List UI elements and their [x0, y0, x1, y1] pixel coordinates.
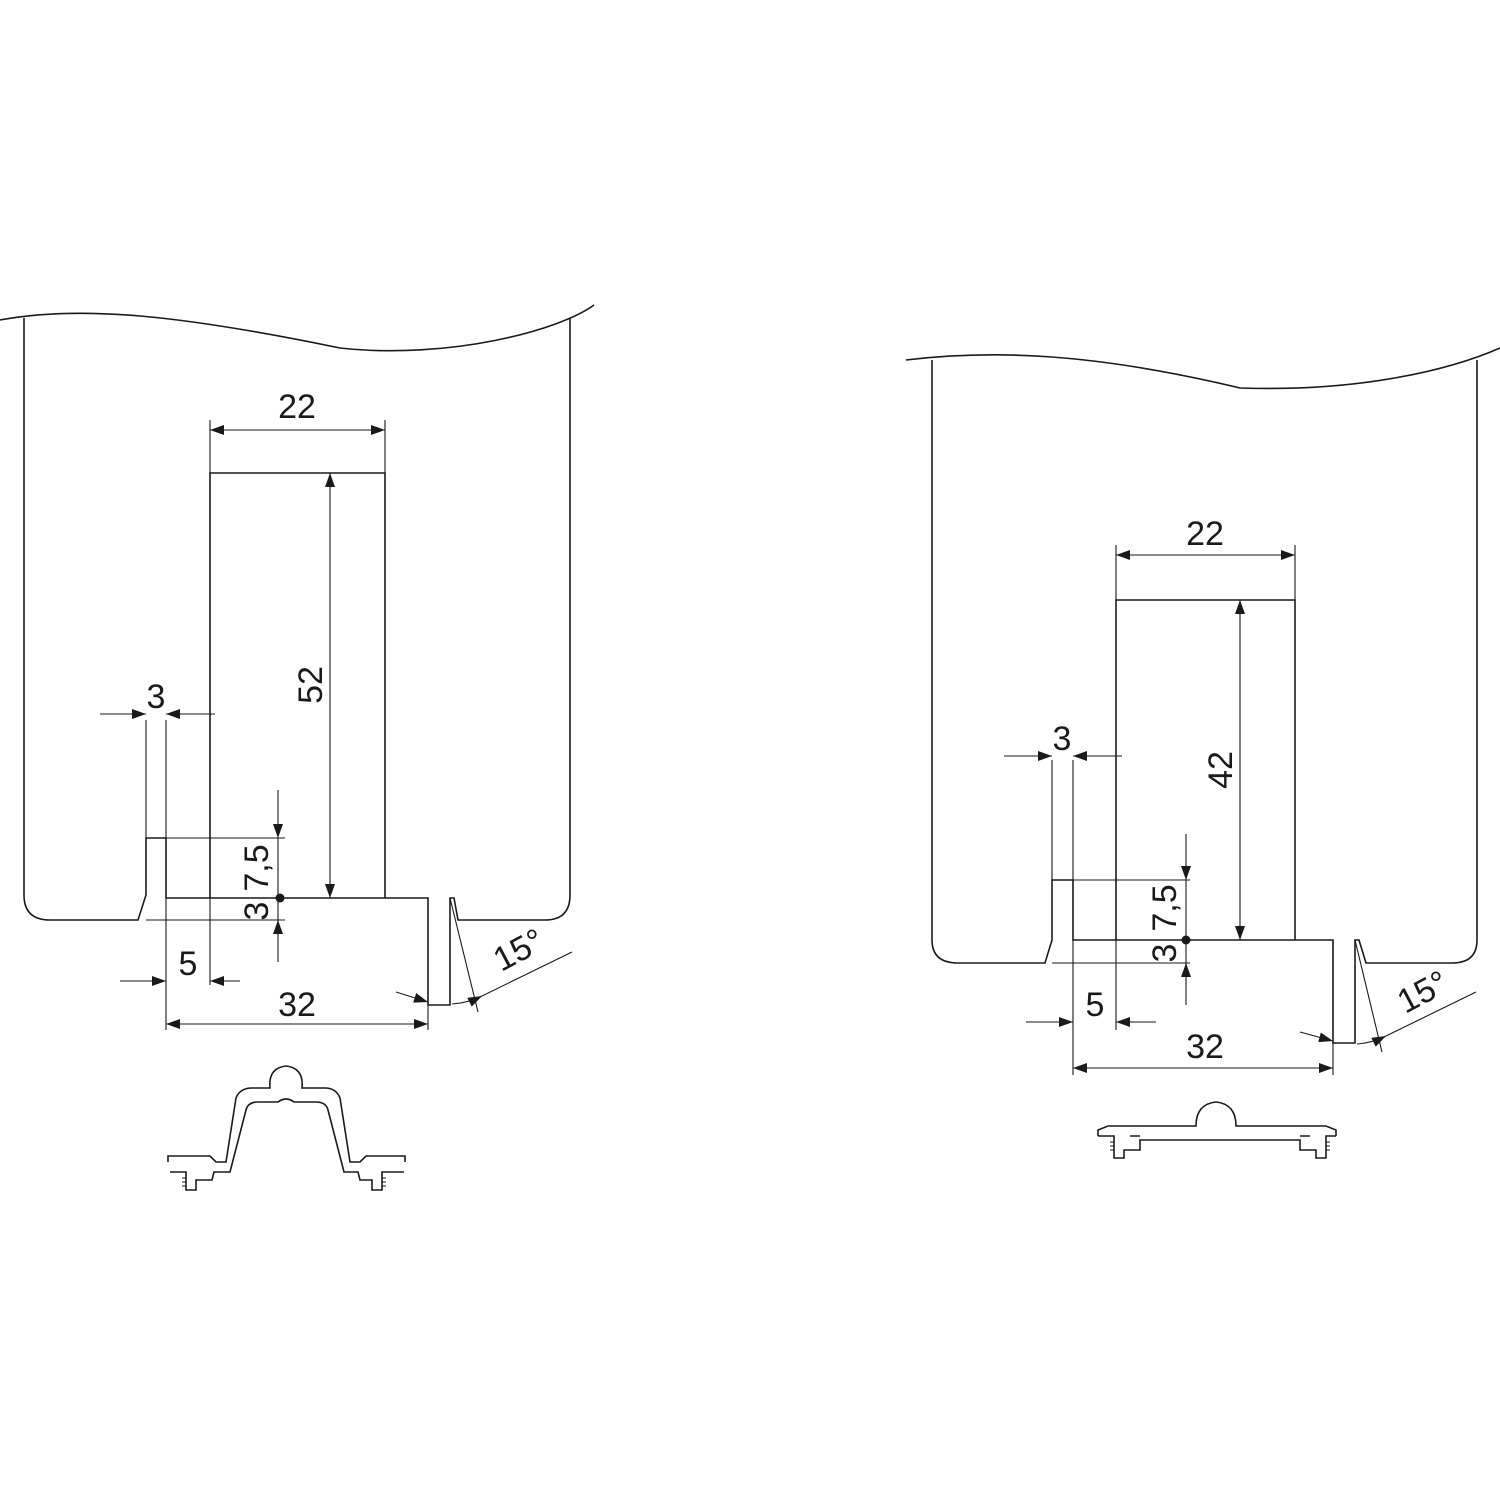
profile-screw-left-b	[382, 1177, 386, 1187]
dim-text-offset-left: 5	[179, 945, 198, 983]
profile-outline-right	[1097, 1101, 1337, 1136]
panel-outline-left	[0, 304, 595, 1006]
dim-text-height-b-right: 3	[1146, 944, 1184, 963]
dim-line-angle-left-b	[481, 951, 573, 997]
dim-text-depth-right: 42	[1202, 751, 1240, 789]
reference-dot-left	[275, 893, 285, 903]
panel-outline-right	[905, 347, 1500, 1044]
dim-text-wall-right: 3	[1053, 720, 1072, 758]
dim-text-width-right: 22	[1186, 515, 1224, 553]
profile-outline-left	[167, 1065, 406, 1163]
dim-text-height-b-left: 3	[238, 902, 276, 921]
profile-screw-left-a	[182, 1177, 186, 1187]
dim-text-width-left: 22	[278, 388, 316, 426]
profile-inner-left	[170, 1098, 404, 1191]
dim-text-depth-left: 52	[292, 666, 330, 704]
dim-arc-angle-left	[451, 995, 483, 1007]
dim-text-angle-left: 15°	[487, 921, 550, 979]
dim-text-wall-left: 3	[147, 678, 166, 716]
dim-line-angle-right-b	[1385, 991, 1477, 1037]
profile-screw-right-b	[1326, 1141, 1330, 1151]
dim-text-spacing-left: 32	[278, 986, 316, 1024]
dim-text-angle-right: 15°	[1391, 963, 1454, 1021]
dim-line-angle-left	[395, 991, 429, 1003]
reference-dot-right	[1181, 935, 1191, 945]
drawing-right: 22 42 3 7,5 3 5 32 15°	[905, 347, 1500, 1159]
dim-text-height-a-left: 7,5	[238, 844, 276, 891]
extension-lines-right	[1051, 545, 1383, 1075]
profile-section-right	[1097, 1101, 1337, 1159]
profile-section-left	[167, 1065, 406, 1191]
profile-inner-right	[1098, 1135, 1336, 1159]
extension-lines-left	[145, 420, 479, 1030]
dim-text-height-a-right: 7,5	[1146, 884, 1184, 931]
dim-line-angle-right	[1299, 1031, 1334, 1043]
dim-arc-angle-right	[1356, 1035, 1387, 1047]
dim-text-offset-right: 5	[1086, 986, 1105, 1024]
dim-text-spacing-right: 32	[1186, 1028, 1224, 1066]
profile-screw-right-a	[1110, 1141, 1114, 1151]
drawing-left: 22 52 3 7,5 3 5 32 15°	[0, 304, 595, 1191]
